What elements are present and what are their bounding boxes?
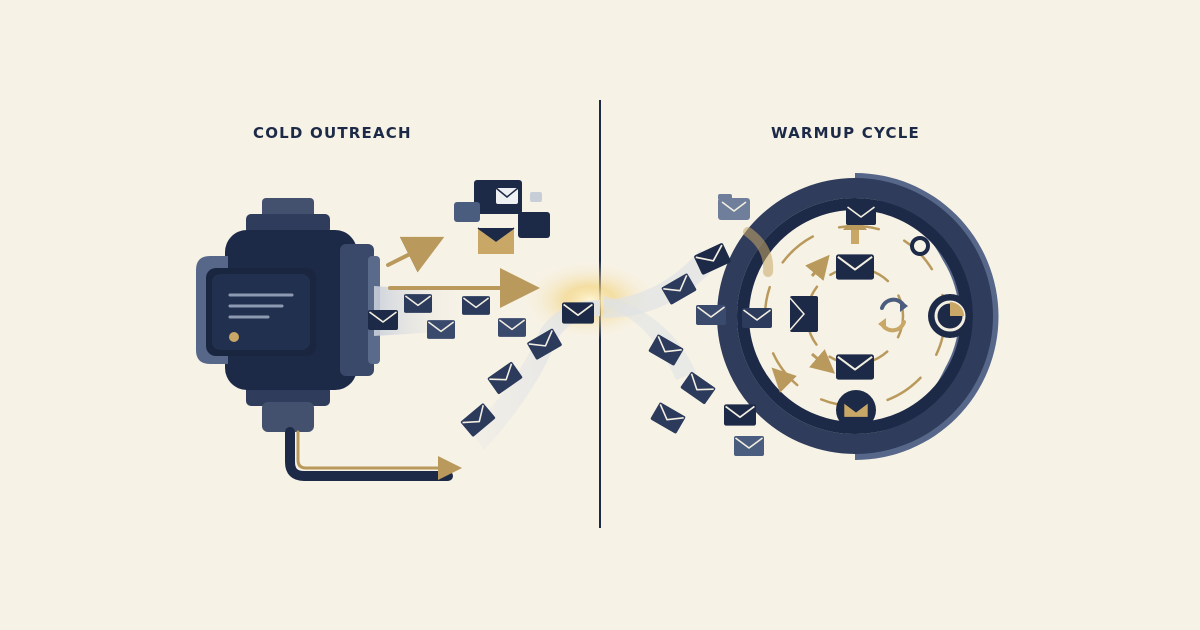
envelope-icon [462,296,490,315]
refresh-sync-icon [878,297,908,333]
envelope-icon [734,436,764,456]
cycle-arrow [809,349,836,374]
envelope-icon [368,310,398,330]
envelope-cluster [454,180,550,254]
ring-node [910,236,930,256]
email-blaster-machine-icon [196,198,380,432]
envelope-icon [562,302,594,324]
warmup-cycle-title: WARMUP CYCLE [771,124,920,142]
envelope-icon [427,320,455,339]
cycle-arrow [805,254,830,281]
envelope-icon [404,294,432,313]
envelope-trail [470,300,600,450]
return-pipe [285,427,462,481]
folder-icon [718,194,750,220]
entry-flow-arrow [743,227,774,277]
clock-icon [928,294,972,338]
envelope-icon [696,305,726,325]
envelope-icon [836,390,876,430]
envelope-icon [742,308,772,328]
envelope-icon [724,404,756,426]
cycle-arrow [771,367,797,393]
envelope-icon [836,354,874,380]
upward-flow-arrow [386,236,445,273]
cold-outreach-title: COLD OUTREACH [253,124,412,142]
envelope-icon [836,254,874,280]
envelope-icon [789,296,818,332]
incoming-trail [604,250,720,318]
envelope-icon [846,205,876,225]
envelope-icon [498,318,526,337]
